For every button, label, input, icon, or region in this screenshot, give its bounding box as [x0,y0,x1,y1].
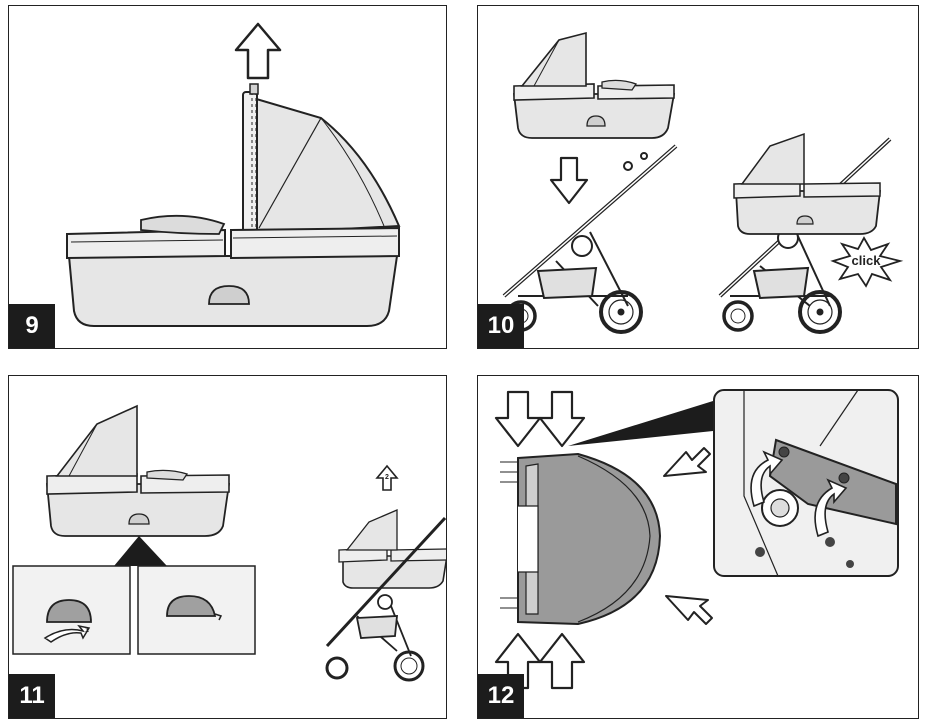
detail-callout-wedge [568,401,713,446]
place-down-arrow [549,156,589,205]
step-number-badge: 11 [9,674,55,718]
step-11-illustration: 1 2 [12,404,446,682]
step-number-badge: 10 [478,304,524,348]
step-number-badge: 12 [478,674,524,718]
step-number-badge: 9 [9,304,55,348]
detail-mark-1: 1 [85,627,89,634]
carrycot-handle [242,91,258,235]
carrycot-pillow [140,214,226,235]
push-up-arrow-right [538,632,586,690]
click-label: click [852,253,882,268]
carrycot-lifted [512,31,676,139]
carrycot-handle-opening [208,285,250,305]
press-arrow-top [663,447,711,477]
stroller-with-carrycot [718,132,892,334]
lever-rotate-arrow-left [750,450,784,508]
push-down-arrow-left [494,390,542,448]
lift-mark-2: 2 [385,474,389,481]
step-9-illustration [66,22,401,327]
push-down-arrow-right [538,390,586,448]
step-12-panel: 12 [477,375,919,719]
detail-step-2 [137,565,256,655]
stroller-frame-empty [502,144,678,307]
step-9-panel: 9 [8,5,447,349]
carrycot-unlocking [46,404,231,537]
lever-rotate-arrow-right [814,478,848,538]
step-10-panel: click 10 [477,5,919,349]
step-12-illustration [494,389,899,690]
click-callout: click [830,236,904,288]
stroller-with-carrycot [325,509,446,682]
lift-up-arrow [375,464,399,491]
step-11-panel: 1 2 11 [8,375,447,719]
detail-step-1: 1 [12,565,131,655]
carrycot-canopy [245,94,401,236]
detail-pointer [114,536,167,566]
lift-up-arrow [234,22,282,80]
step-10-illustration: click [502,31,904,334]
bumper-bar [500,452,662,626]
press-arrow-bottom [665,595,713,625]
detail-inset [713,389,899,577]
stroller-wheel-rear [599,290,643,334]
